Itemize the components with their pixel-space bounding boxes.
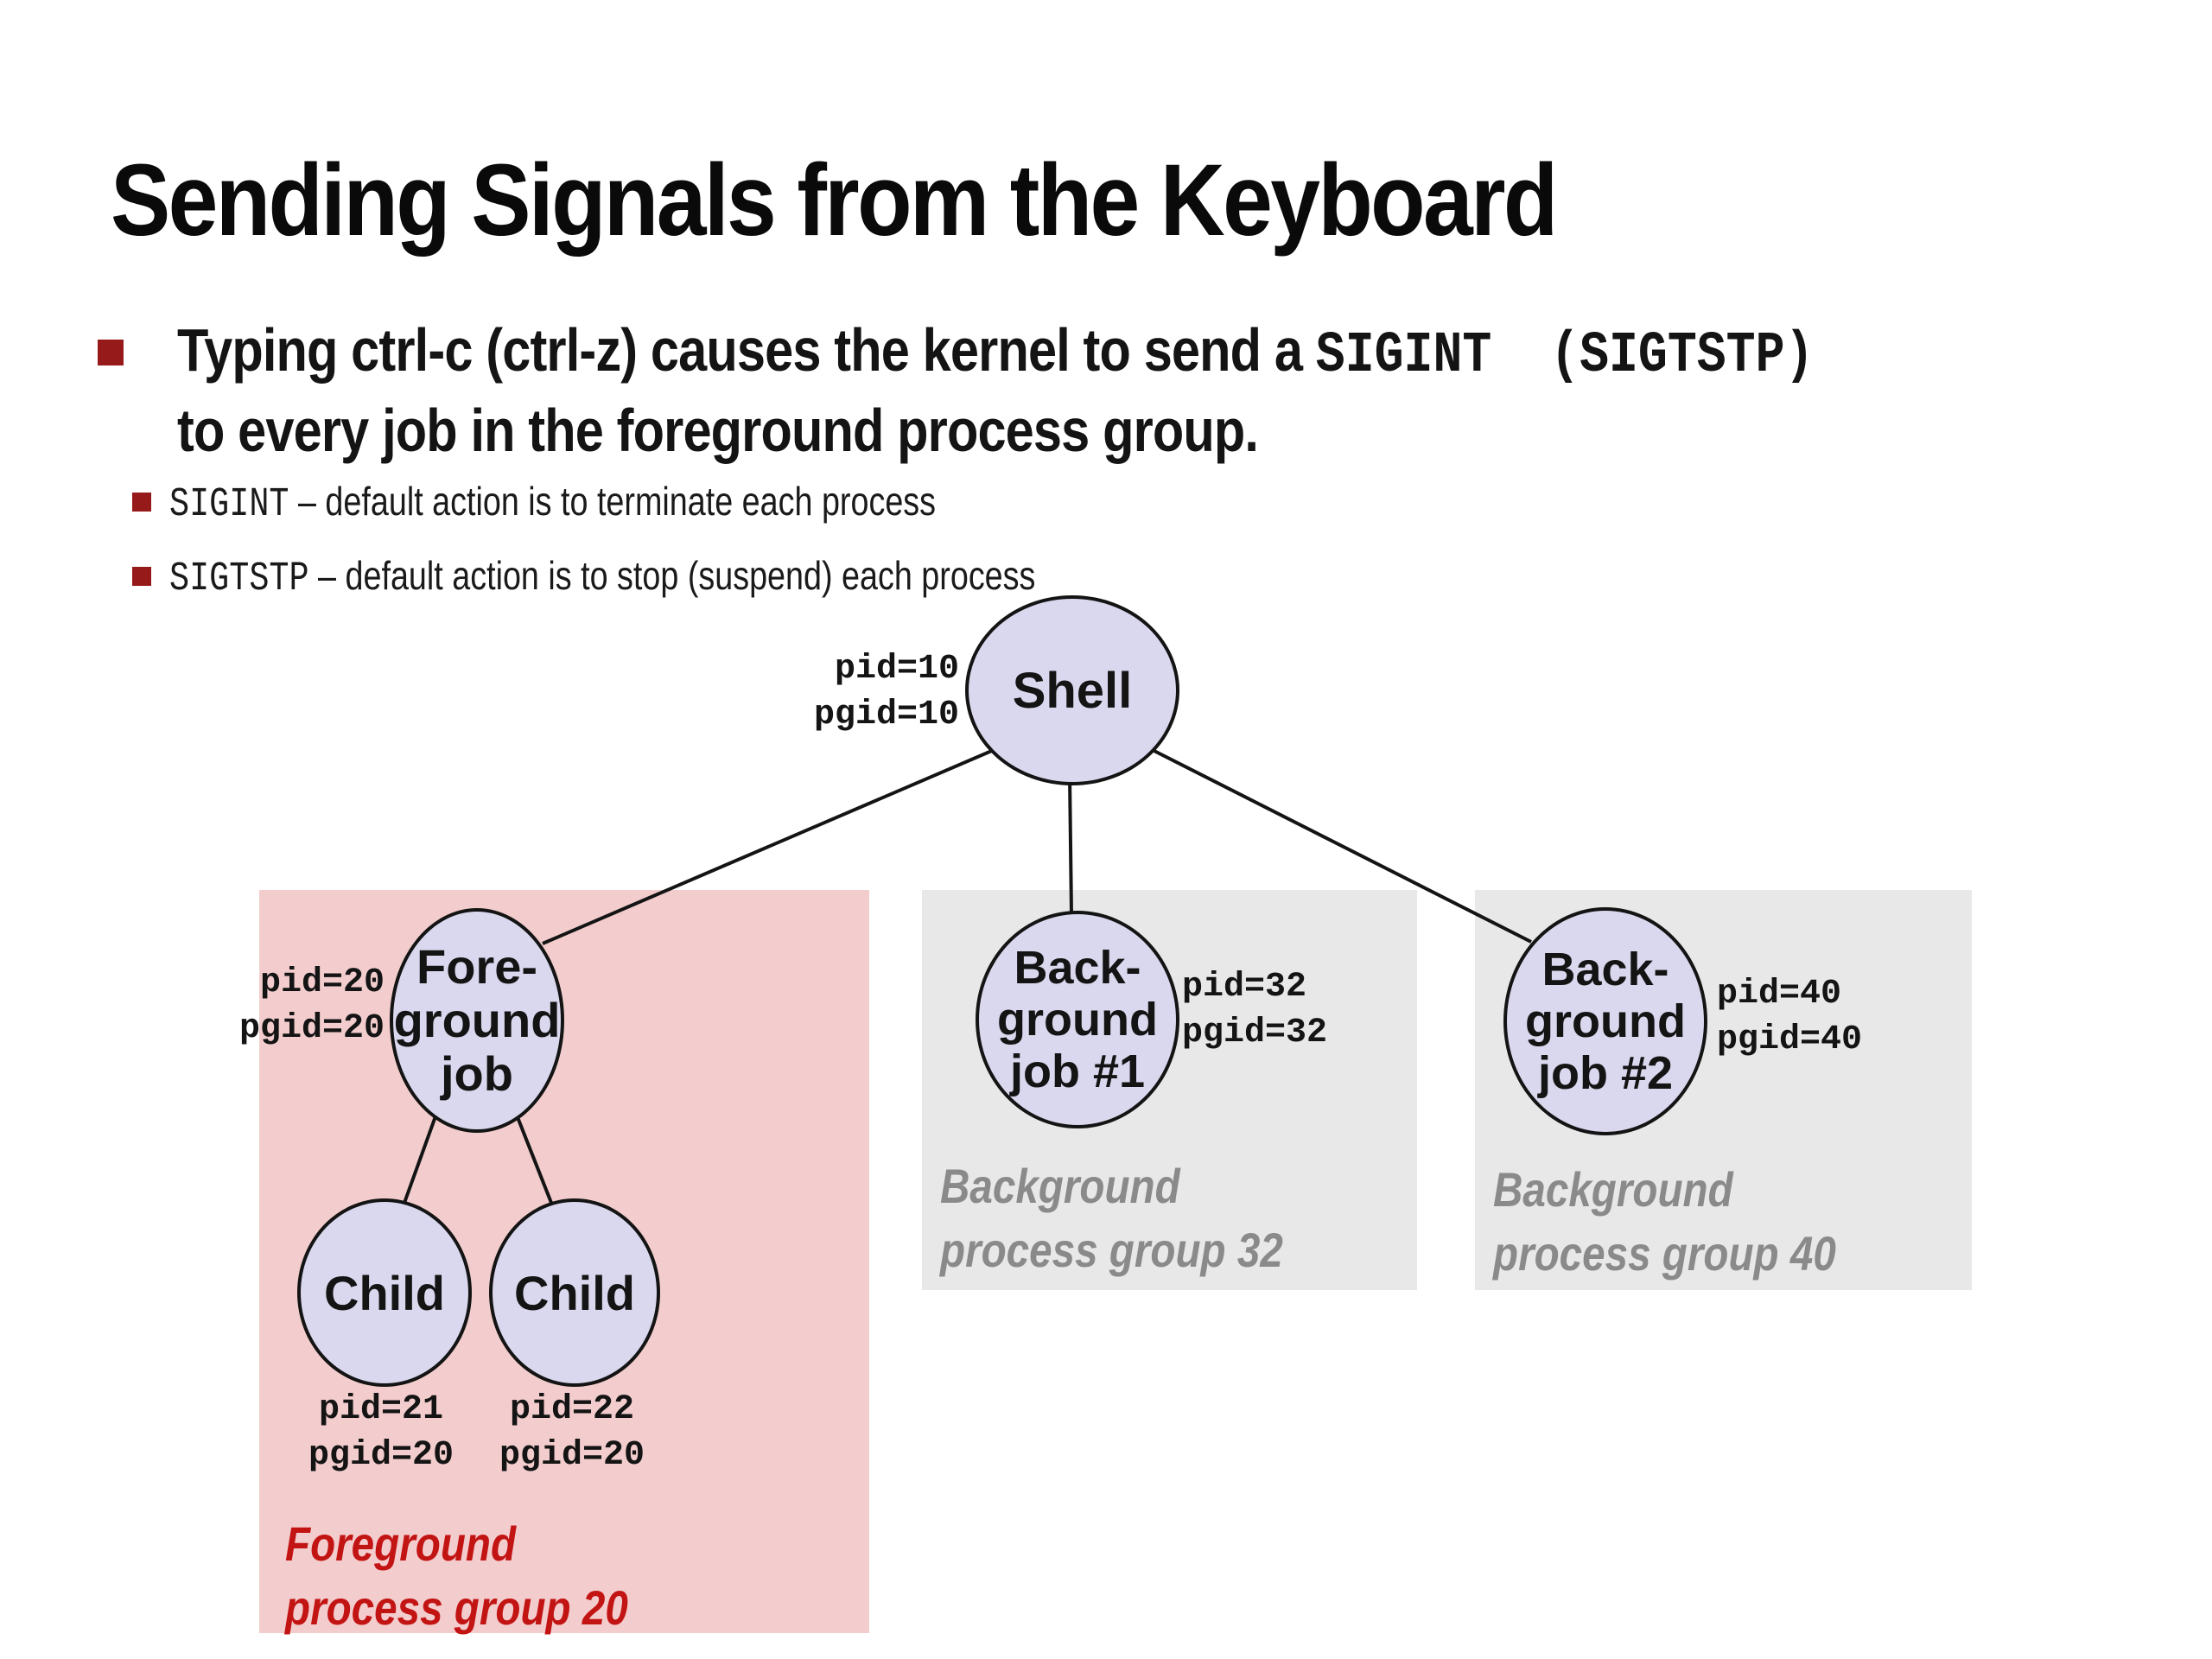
- bullet-line2-text: to every job in the foreground process g…: [177, 397, 1259, 464]
- background-job-2-line2: ground: [1525, 995, 1686, 1047]
- foreground-job-line1: Fore-: [416, 939, 537, 994]
- sigint-description: – default action is to terminate each pr…: [289, 479, 937, 524]
- edge-foreground-child-2: [514, 1112, 553, 1204]
- child-2-pid-label: pid=22 pgid=20: [442, 1387, 702, 1478]
- slide-title: Sending Signals from the Keyboard: [111, 143, 1558, 257]
- background-job-1-line1: Back-: [1014, 942, 1141, 994]
- background-job-1-pid-label: pid=32 pgid=32: [1182, 964, 1327, 1056]
- child-node-2: Child: [489, 1198, 660, 1387]
- foreground-job-pgid: pgid=20: [238, 1009, 385, 1048]
- shell-pgid: pgid=10: [813, 696, 959, 734]
- edge-foreground-child-1: [403, 1116, 437, 1204]
- shell-node-label: Shell: [1012, 662, 1133, 719]
- background-group-32-label-line1: Background: [940, 1159, 1180, 1213]
- background-job-2-pid: pid=40: [1717, 975, 1842, 1014]
- background-job-1-pid: pid=32: [1182, 968, 1307, 1007]
- child-1-pid: pid=21: [318, 1390, 444, 1429]
- shell-node: Shell: [965, 595, 1179, 785]
- background-job-1-node: Back- ground job #1: [976, 911, 1179, 1128]
- background-job-2-node: Back- ground job #2: [1503, 907, 1707, 1135]
- background-job-2-pgid: pgid=40: [1717, 1020, 1863, 1059]
- sub-bullet-2: SIGTSTP – default action is to stop (sus…: [169, 551, 1035, 604]
- sigint-label: SIGINT: [169, 482, 289, 528]
- bullet-square: [98, 340, 124, 365]
- child-2-label: Child: [514, 1265, 635, 1320]
- edge-shell-background-job-2: [1140, 742, 1532, 944]
- background-job-2-line3: job #2: [1537, 1047, 1674, 1099]
- background-job-1-line2: ground: [997, 994, 1158, 1046]
- child-2-pid: pid=22: [509, 1390, 635, 1429]
- edge-shell-background-job-1: [1068, 775, 1073, 915]
- child-1-pid-label: pid=21 pgid=20: [251, 1387, 511, 1478]
- foreground-job-line2: ground: [393, 993, 561, 1047]
- edge-shell-foreground-job: [542, 748, 995, 945]
- bullet-line1-text: Typing ctrl-c (ctrl-z) causes the kernel…: [177, 316, 1316, 384]
- foreground-job-pid-label: pid=20 pgid=20: [125, 960, 385, 1052]
- background-group-40-label-line1: Background: [1493, 1162, 1733, 1217]
- background-group-40-label-line2: process group 40: [1493, 1226, 1836, 1281]
- child-2-pgid: pgid=20: [499, 1436, 645, 1475]
- background-job-2-line1: Back-: [1541, 944, 1669, 995]
- child-node-1: Child: [297, 1198, 472, 1387]
- shell-pid: pid=10: [834, 650, 959, 689]
- background-group-32-label: Background process group 32: [940, 1154, 1283, 1282]
- background-group-32-label-line2: process group 32: [940, 1223, 1283, 1277]
- bullet-text: Typing ctrl-c (ctrl-z) causes the kernel…: [177, 313, 1814, 467]
- foreground-job-pid: pid=20: [259, 963, 385, 1002]
- foreground-group-label-line2: process group 20: [285, 1580, 628, 1635]
- sub-bullet-1: SIGINT – default action is to terminate …: [169, 477, 936, 530]
- background-job-1-pgid: pgid=32: [1182, 1014, 1328, 1052]
- shell-pid-label: pid=10 pgid=10: [700, 646, 959, 738]
- background-group-40-label: Background process group 40: [1493, 1158, 1836, 1286]
- bullet-line1-signals: SIGINT (SIGTSTP): [1315, 323, 1815, 388]
- foreground-group-label: Foreground process group 20: [285, 1512, 628, 1640]
- sub-bullet-square-1: [132, 493, 151, 512]
- background-job-1-line3: job #1: [1009, 1046, 1146, 1097]
- sub-bullet-square-2: [132, 567, 151, 586]
- sigtstp-description: – default action is to stop (suspend) ea…: [308, 553, 1036, 598]
- sigtstp-label: SIGTSTP: [169, 556, 309, 602]
- child-1-pgid: pgid=20: [308, 1436, 454, 1475]
- foreground-job-line3: job: [441, 1046, 513, 1101]
- foreground-job-node: Fore- ground job: [390, 908, 564, 1133]
- foreground-group-label-line1: Foreground: [285, 1516, 517, 1571]
- child-1-label: Child: [324, 1265, 445, 1320]
- background-job-2-pid-label: pid=40 pgid=40: [1717, 971, 1862, 1063]
